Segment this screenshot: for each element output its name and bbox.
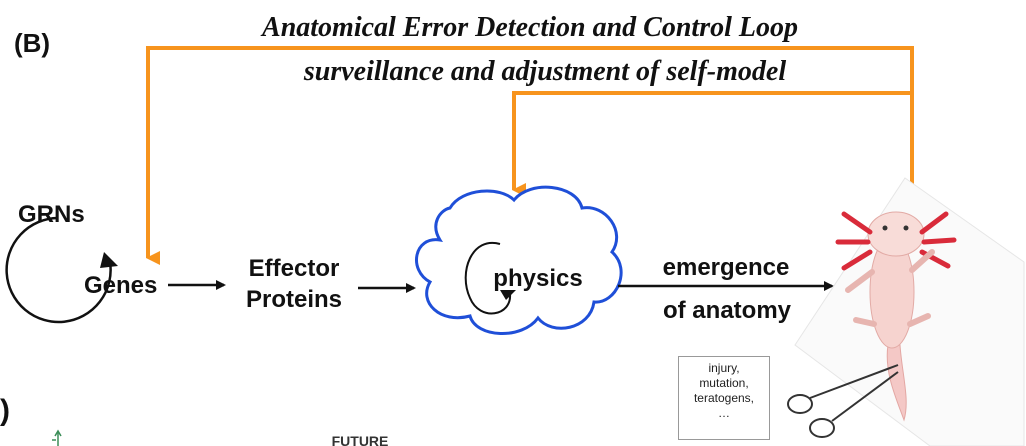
diagram-subtitle: surveillance and adjustment of self-mode… <box>303 56 786 87</box>
next-panel-label-fragment: ) <box>0 394 10 427</box>
emergence-label-line2: of anatomy <box>663 297 792 324</box>
perturbation-box: injury, mutation, teratogens, … <box>678 356 770 440</box>
axolotl-head <box>867 211 925 257</box>
physics-label: physics <box>493 265 582 292</box>
axolotl-image <box>794 177 1025 446</box>
perturbation-injury: injury, <box>708 361 740 375</box>
feedback-loop <box>146 46 914 265</box>
physics-loop-arrowhead <box>500 290 516 300</box>
genes-label: Genes <box>84 272 157 299</box>
physics-cloud <box>415 185 623 335</box>
panel-label: (B) <box>14 28 50 58</box>
axolotl-legs <box>845 249 935 327</box>
emergence-label-line1: emergence <box>663 254 790 281</box>
diagram-title: Anatomical Error Detection and Control L… <box>260 12 798 43</box>
axolotl-tail <box>886 344 907 422</box>
future-label-fragment: FUTURE <box>332 433 389 446</box>
feedback-to-physics <box>512 91 912 197</box>
axolotl-eye-right <box>903 225 909 231</box>
perturbation-teratogens: teratogens, <box>693 391 755 405</box>
grn-loop-arrowhead <box>100 252 118 268</box>
perturbation-ellipsis: … <box>718 406 730 420</box>
grn-loop-arrow <box>5 216 112 324</box>
effector-label-line1: Effector <box>249 255 340 282</box>
grns-label: GRNs <box>18 201 85 228</box>
scissors-icon <box>787 364 899 438</box>
physics-loop-arrow <box>464 241 512 315</box>
axolotl-eye-left <box>882 225 888 231</box>
perturbation-mutation: mutation, <box>699 376 749 390</box>
partial-plot-axis-icon <box>52 429 62 446</box>
effector-label-line2: Proteins <box>246 286 342 313</box>
feedback-to-genes <box>146 46 914 265</box>
